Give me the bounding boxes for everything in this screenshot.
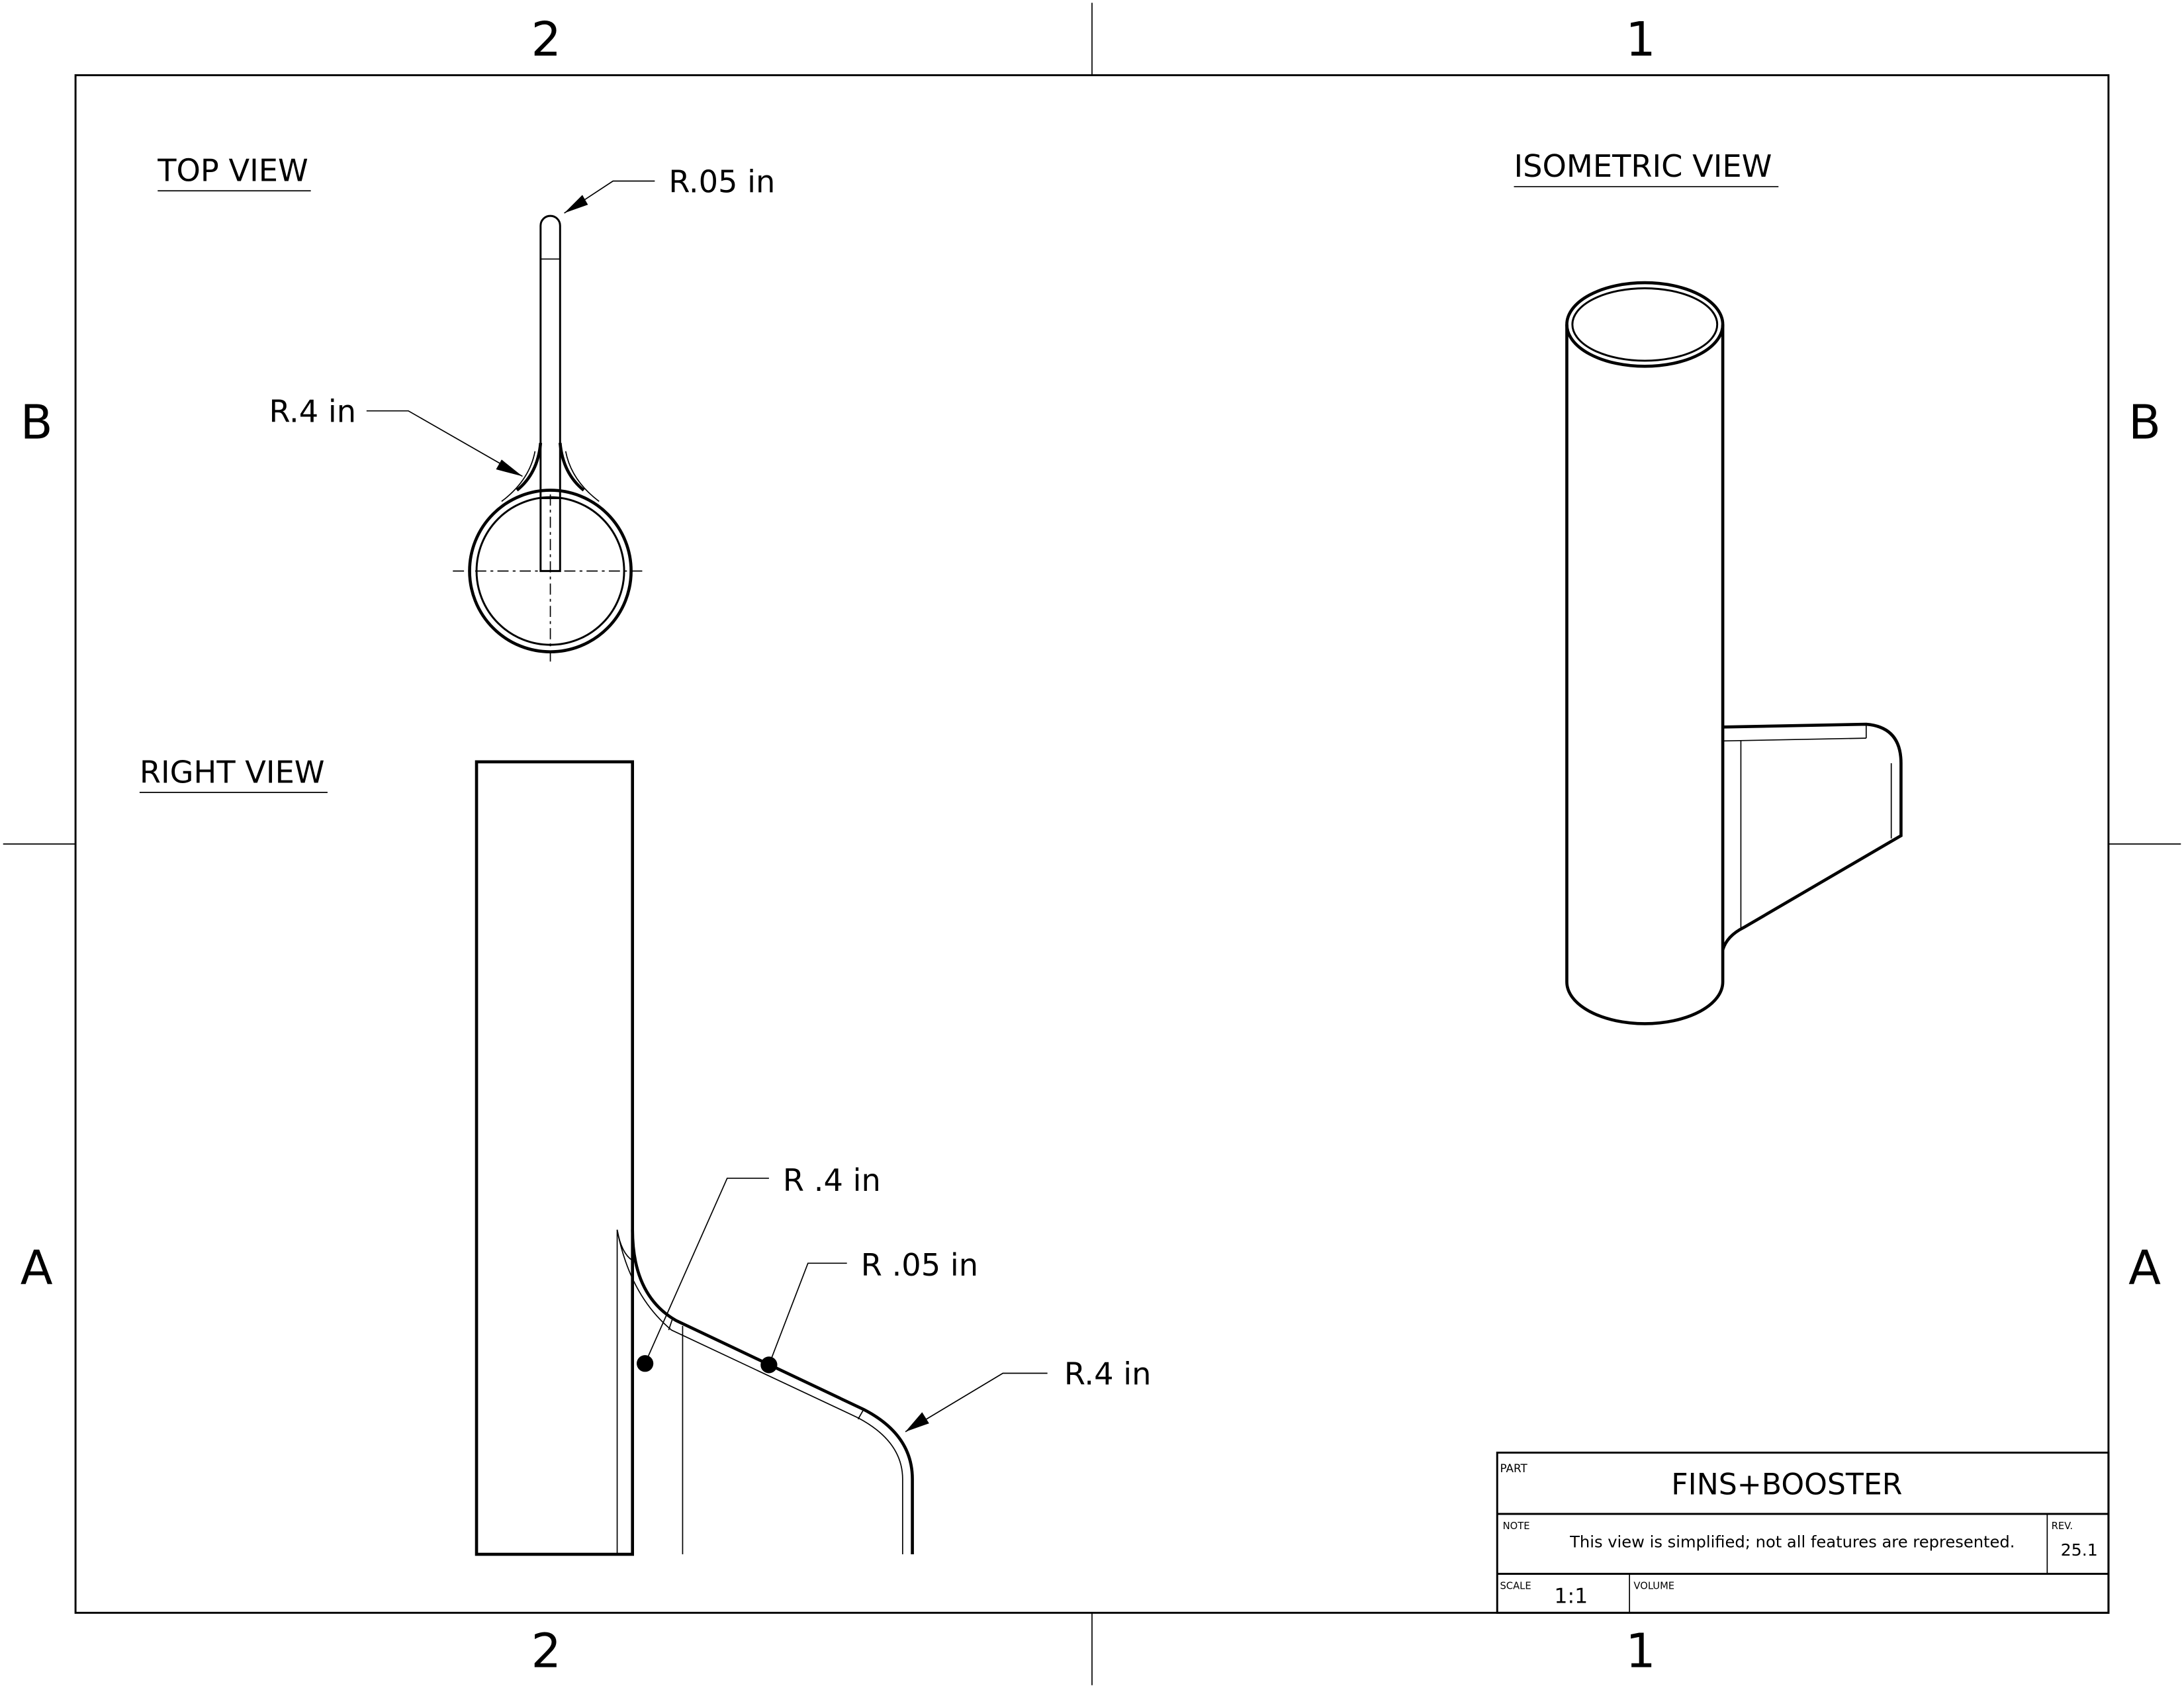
top-view-label: TOP VIEW (157, 153, 308, 189)
part-name: FINS+BOOSTER (1671, 1468, 1902, 1502)
scale-label: SCALE (1500, 1581, 1531, 1592)
isometric-view: ISOMETRIC VIEW (1514, 148, 1903, 1025)
zone-label-col1-bottom: 1 (1625, 1623, 1656, 1678)
zone-label-a-right: A (2128, 1241, 2161, 1295)
scale-value: 1:1 (1554, 1585, 1588, 1609)
zone-markers (3, 3, 2181, 1685)
right-view-label: RIGHT VIEW (140, 754, 325, 790)
zone-label-col2-bottom: 2 (531, 1623, 561, 1678)
zone-label-col2-top: 2 (531, 12, 561, 67)
dim-right-r4-outer: R.4 in (1064, 1356, 1152, 1391)
rev-label: REV. (2052, 1521, 2073, 1532)
volume-label: VOLUME (1633, 1581, 1674, 1592)
title-block: PART FINS+BOOSTER NOTE This view is simp… (1496, 1451, 2110, 1614)
part-label: PART (1500, 1462, 1527, 1475)
right-view: RIGHT VIEW R .4 in R .05 in R.4 in (140, 754, 1152, 1556)
zone-label-b-right: B (2128, 395, 2161, 450)
dim-top-r4: R.4 in (269, 394, 357, 430)
zone-label-a-left: A (21, 1241, 53, 1295)
isometric-view-label: ISOMETRIC VIEW (1514, 148, 1772, 184)
note-label: NOTE (1503, 1521, 1530, 1532)
zone-label-col1-top: 1 (1625, 12, 1656, 67)
top-view: TOP VIEW R.05 in R.4 in (157, 153, 775, 666)
rev-value: 25.1 (2061, 1540, 2098, 1560)
dim-right-r05: R .05 in (861, 1247, 978, 1283)
dim-top-r05: R.05 in (668, 164, 775, 199)
note-text: This view is simplified; not all feature… (1569, 1533, 2015, 1552)
zone-label-b-left: B (21, 395, 53, 450)
dim-right-r4-inner: R .4 in (783, 1162, 881, 1198)
